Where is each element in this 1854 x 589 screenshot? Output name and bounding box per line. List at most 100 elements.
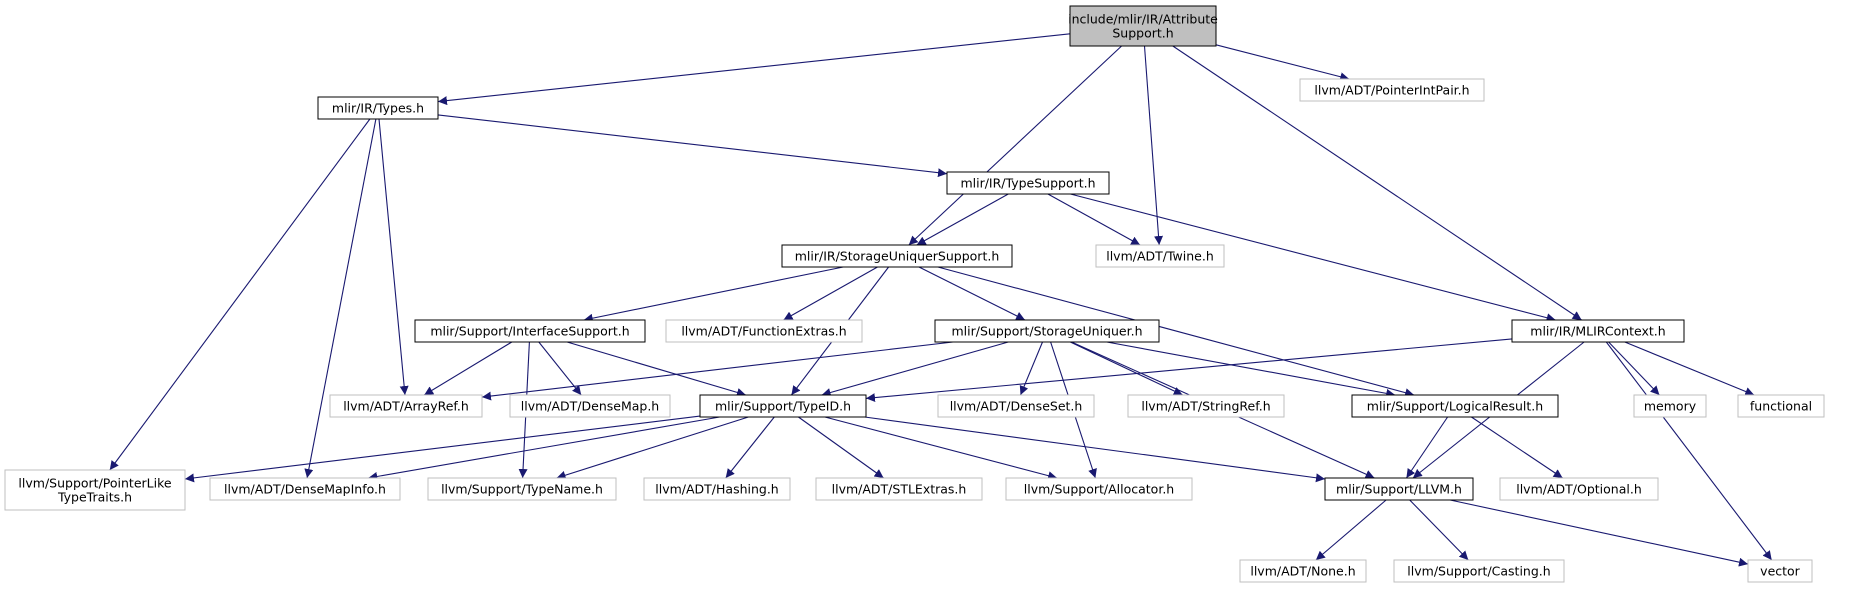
node-box	[1095, 244, 1225, 268]
node-label: llvm/ADT/FunctionExtras.h	[681, 324, 846, 339]
node-functional: functional	[1737, 394, 1825, 418]
edge-typesupport-to-sus	[916, 193, 1009, 246]
edge-root-to-sus	[908, 45, 1122, 246]
node-box	[934, 319, 1160, 343]
node-box	[1239, 559, 1367, 583]
node-label: Support.h	[1112, 26, 1173, 41]
node-label: mlir/IR/StorageUniquerSupport.h	[795, 249, 1000, 264]
node-twine: llvm/ADT/Twine.h	[1095, 244, 1225, 268]
node-label: mlir/Support/StorageUniquer.h	[952, 324, 1143, 339]
edge-typeid-to-typename	[556, 416, 749, 480]
edge-typesupport-to-ctx	[1070, 193, 1556, 323]
node-label: llvm/ADT/Hashing.h	[655, 482, 778, 497]
node-box	[643, 477, 791, 501]
node-ctx[interactable]: mlir/IR/MLIRContext.h	[1511, 319, 1685, 343]
node-label: llvm/ADT/DenseMap.h	[521, 399, 659, 414]
node-label: mlir/Support/LogicalResult.h	[1367, 399, 1543, 414]
node-hashing: llvm/ADT/Hashing.h	[643, 477, 791, 501]
edge-typeid-to-allocator	[824, 416, 1058, 481]
edge-types-to-arrayref	[378, 118, 409, 396]
edge-su-to-arrayref	[481, 341, 954, 401]
node-label: include/mlir/IR/Attribute	[1068, 12, 1218, 27]
node-allocator: llvm/Support/Allocator.h	[1005, 477, 1193, 501]
edge-ctx-to-functional	[1624, 341, 1755, 396]
node-label: llvm/ADT/Optional.h	[1516, 482, 1642, 497]
node-typesupport[interactable]: mlir/IR/TypeSupport.h	[946, 171, 1110, 195]
node-box	[329, 394, 483, 418]
node-typeid[interactable]: mlir/Support/TypeID.h	[699, 394, 867, 418]
edge-iface-to-densemap	[538, 341, 582, 396]
edge-typeid-to-plt	[184, 415, 701, 483]
node-label: llvm/ADT/DenseSet.h	[950, 399, 1083, 414]
node-label: llvm/Support/PointerLike	[18, 476, 171, 491]
node-box	[1299, 78, 1485, 102]
edge-iface-to-typeid	[566, 341, 747, 397]
dependency-edges	[109, 33, 1773, 567]
node-box	[946, 171, 1110, 195]
edge-ctx-to-vector	[1605, 341, 1773, 561]
node-label: llvm/ADT/ArrayRef.h	[343, 399, 469, 414]
node-label: llvm/Support/Casting.h	[1407, 564, 1550, 579]
node-none: llvm/ADT/None.h	[1239, 559, 1367, 583]
node-types[interactable]: mlir/IR/Types.h	[317, 96, 439, 120]
node-su[interactable]: mlir/Support/StorageUniquer.h	[934, 319, 1160, 343]
node-label: llvm/ADT/StringRef.h	[1141, 399, 1270, 414]
edge-sus-to-su	[918, 266, 1026, 321]
node-label: llvm/ADT/None.h	[1250, 564, 1355, 579]
edge-logical-to-llvmh	[1405, 416, 1449, 479]
edge-types-to-plt	[109, 118, 371, 471]
edge-types-to-typesupport	[437, 114, 948, 178]
node-arrayref: llvm/ADT/ArrayRef.h	[329, 394, 483, 418]
node-optional: llvm/ADT/Optional.h	[1499, 477, 1659, 501]
edge-sus-to-iface	[583, 266, 844, 323]
edge-su-to-denseset	[1019, 341, 1044, 396]
edge-llvmh-to-vector	[1449, 499, 1749, 567]
edge-ctx-to-memory	[1608, 341, 1660, 396]
edge-ctx-to-typeid	[865, 338, 1513, 403]
edge-su-to-typeid	[821, 341, 1009, 397]
node-sus[interactable]: mlir/IR/StorageUniquerSupport.h	[781, 244, 1013, 268]
node-box	[1127, 394, 1285, 418]
node-label: llvm/Support/Allocator.h	[1024, 482, 1174, 497]
edge-typeid-to-hashing	[725, 416, 775, 479]
edge-su-to-stringref	[1070, 341, 1183, 396]
node-label: llvm/Support/TypeName.h	[441, 482, 603, 497]
edge-typeid-to-llvmh	[864, 416, 1326, 483]
node-logical[interactable]: mlir/Support/LogicalResult.h	[1351, 394, 1559, 418]
node-memory: memory	[1633, 394, 1707, 418]
edge-root-to-pip	[1215, 44, 1350, 82]
node-box	[209, 477, 401, 501]
node-llvmh[interactable]: mlir/Support/LLVM.h	[1324, 477, 1474, 501]
edge-sus-to-funcextras	[783, 266, 878, 321]
node-box	[509, 394, 671, 418]
node-vector: vector	[1747, 559, 1813, 583]
node-box	[1069, 5, 1217, 47]
node-box	[665, 319, 863, 343]
node-label: llvm/ADT/STLExtras.h	[832, 482, 967, 497]
node-typename: llvm/Support/TypeName.h	[427, 477, 617, 501]
edge-root-to-twine	[1143, 45, 1164, 246]
node-box	[1351, 394, 1559, 418]
node-denseset: llvm/ADT/DenseSet.h	[937, 394, 1095, 418]
node-label: mlir/Support/LLVM.h	[1336, 482, 1462, 497]
node-box	[1747, 559, 1813, 583]
node-dmi: llvm/ADT/DenseMapInfo.h	[209, 477, 401, 501]
node-box	[815, 477, 983, 501]
node-iface[interactable]: mlir/Support/InterfaceSupport.h	[414, 319, 646, 343]
node-label: mlir/Support/TypeID.h	[715, 399, 851, 414]
edge-llvmh-to-none	[1315, 499, 1387, 561]
node-box	[1737, 394, 1825, 418]
node-box	[427, 477, 617, 501]
edge-typeid-to-stlextras	[798, 416, 884, 479]
edge-root-to-ctx	[1172, 45, 1582, 321]
node-label: functional	[1750, 399, 1812, 414]
edge-logical-to-optional	[1471, 416, 1563, 479]
edge-sus-to-logical	[937, 266, 1415, 398]
node-box	[317, 96, 439, 120]
node-funcextras: llvm/ADT/FunctionExtras.h	[665, 319, 863, 343]
node-label: mlir/IR/MLIRContext.h	[1530, 324, 1665, 339]
